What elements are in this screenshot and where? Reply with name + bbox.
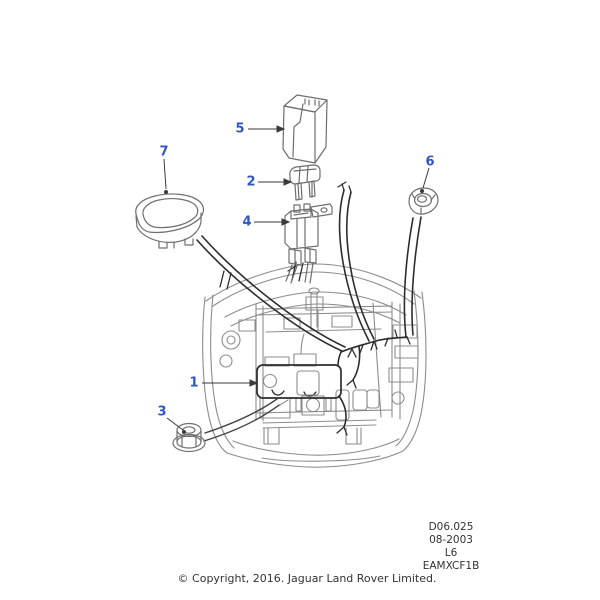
part3-wires-drawing	[203, 398, 280, 442]
part3-nut-drawing	[172, 422, 206, 453]
callout-label-6: 6	[425, 154, 435, 170]
drawing-meta-block: D06.025 08-2003 L6 EAMXCF1B	[390, 521, 512, 573]
part4-fuseholder-drawing	[284, 203, 333, 284]
callout-label-5: 5	[235, 121, 245, 137]
part1-fusebox-drawing	[256, 364, 342, 399]
drawing-number: D06.025	[428, 521, 474, 533]
copyright-text: © Copyright, 2016. Jaguar Land Rover Lim…	[177, 572, 437, 585]
callout-label-4: 4	[242, 214, 252, 230]
part7-cover-drawing	[135, 193, 205, 249]
callout-leader-lines	[163, 125, 430, 434]
part2-fuse-drawing	[289, 164, 321, 201]
callout-label-2: 2	[246, 174, 256, 190]
callout-label-7: 7	[159, 144, 169, 160]
part5-cover-drawing	[282, 94, 328, 164]
drawing-date: 08-2003	[429, 534, 473, 546]
callout-label-3: 3	[157, 404, 167, 420]
part6-nut-drawing	[408, 187, 439, 215]
drawing-code: EAMXCF1B	[422, 560, 480, 572]
vehicle-code: L6	[444, 547, 458, 559]
wiring-harness-drawing	[196, 181, 422, 436]
callout-label-1: 1	[189, 375, 199, 391]
